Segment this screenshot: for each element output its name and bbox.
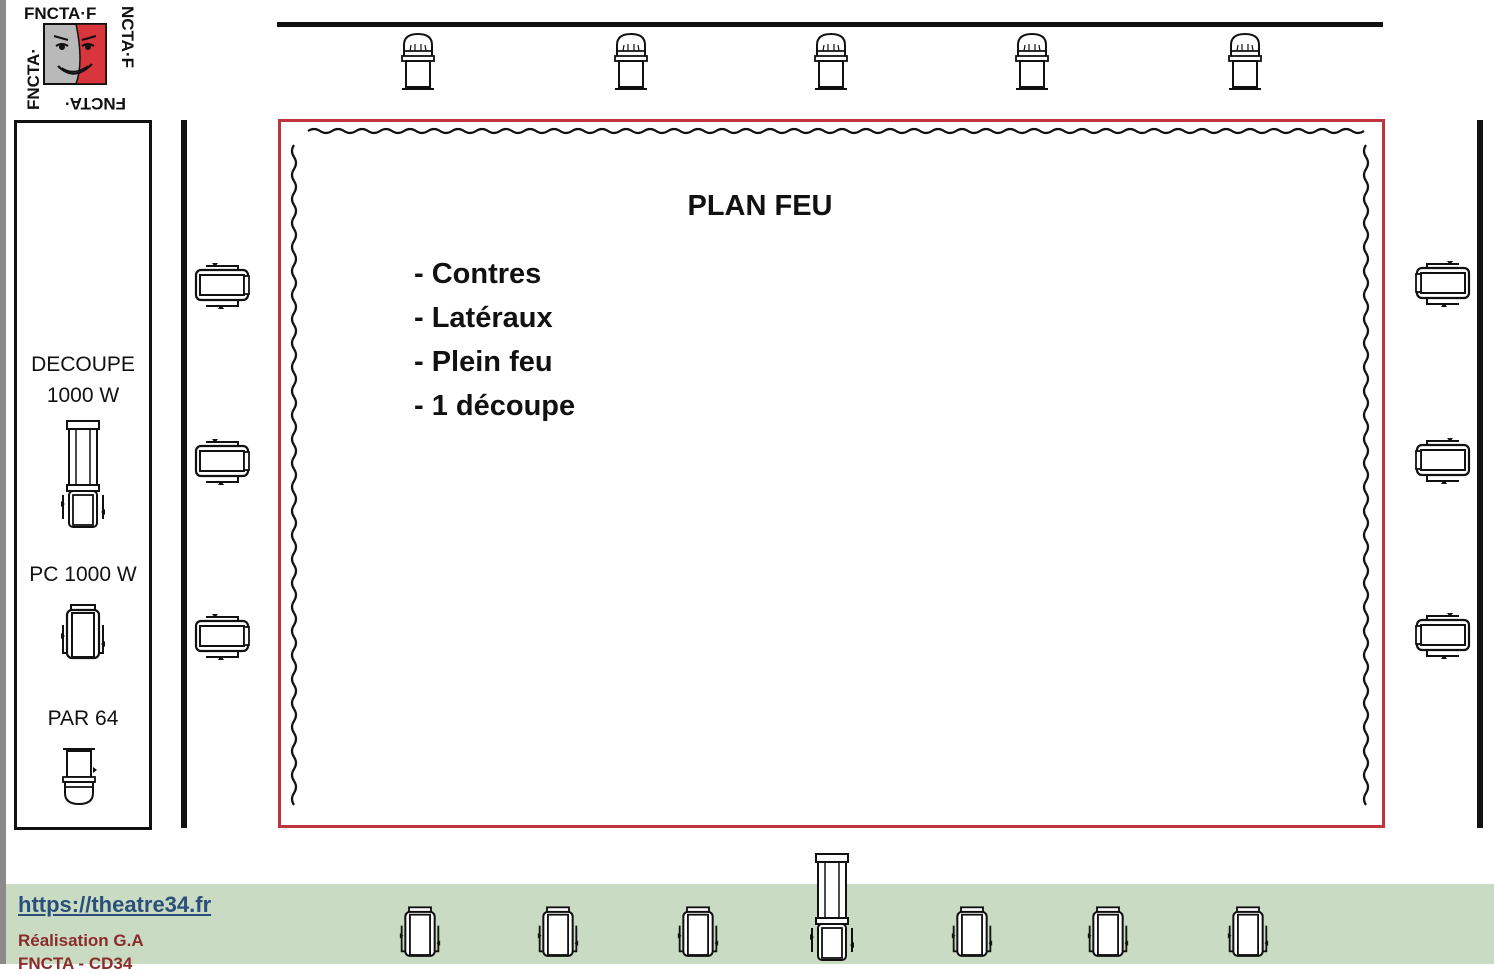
footer-link[interactable]: https://theatre34.fr <box>18 892 212 917</box>
curtain-top <box>307 127 1365 135</box>
plan-item: - Latéraux <box>414 302 553 334</box>
right-batten <box>1477 120 1483 828</box>
lateral-spotlight-icon <box>1413 612 1473 660</box>
pc-spotlight-icon <box>398 904 442 962</box>
plan-item: - Plein feu <box>414 346 553 378</box>
legend-par-label: PAR 64 <box>47 707 119 730</box>
pc-spotlight-icon <box>676 904 720 962</box>
footer-extra: FNCTA - CD34 <box>18 954 133 973</box>
pc-spotlight-icon <box>1226 904 1270 962</box>
pc-spotlight-icon <box>59 603 107 663</box>
footer-credit: Réalisation G.A <box>18 931 144 950</box>
curtain-right <box>1362 144 1370 806</box>
lateral-spotlight-icon <box>1413 437 1473 485</box>
pc-spotlight-icon <box>1086 904 1130 962</box>
par64-icon <box>1012 30 1052 92</box>
stage-area <box>278 119 1385 828</box>
legend-panel: DECOUPE 1000 W PC 1000 W PAR 64 <box>14 120 152 830</box>
legend-pc-label: PC 1000 W <box>29 563 137 586</box>
legend-decoupe-line2: 1000 W <box>46 384 120 407</box>
lateral-spotlight-icon <box>1413 260 1473 308</box>
curtain-wave <box>290 127 1370 806</box>
pc-spotlight-icon <box>950 904 994 962</box>
logo-text-left: FNCTA· <box>24 48 43 110</box>
lateral-spotlight-icon <box>192 438 252 486</box>
par64-icon <box>59 747 99 807</box>
logo-text-top: FNCTA·F <box>24 4 96 23</box>
footer-band <box>6 884 1494 964</box>
plan-list: - Contres - Latéraux - Plein feu - 1 déc… <box>414 252 575 428</box>
par64-icon <box>611 30 651 92</box>
pc-spotlight-icon <box>536 904 580 962</box>
decoupe-profile-icon <box>810 852 854 964</box>
curtain-left <box>290 144 298 806</box>
par64-icon <box>398 30 438 92</box>
lateral-spotlight-icon <box>192 613 252 661</box>
logo-text-right: NCTA·F <box>118 6 137 68</box>
plan-title: PLAN FEU <box>687 190 833 222</box>
top-batten <box>277 22 1383 27</box>
legend-decoupe-line1: DECOUPE <box>31 353 135 376</box>
lateral-spotlight-icon <box>192 262 252 310</box>
left-batten <box>181 120 187 828</box>
plan-item: - Contres <box>414 258 542 290</box>
decoupe-profile-icon <box>61 419 105 531</box>
plan-item: - 1 découpe <box>414 390 576 422</box>
par64-icon <box>811 30 851 92</box>
logo-text-bottom: FNCTA· <box>64 94 126 113</box>
window-left-edge <box>0 0 6 964</box>
fncta-logo: FNCTA·F NCTA·F FNCTA· FNCTA· <box>22 2 140 114</box>
par64-icon <box>1225 30 1265 92</box>
